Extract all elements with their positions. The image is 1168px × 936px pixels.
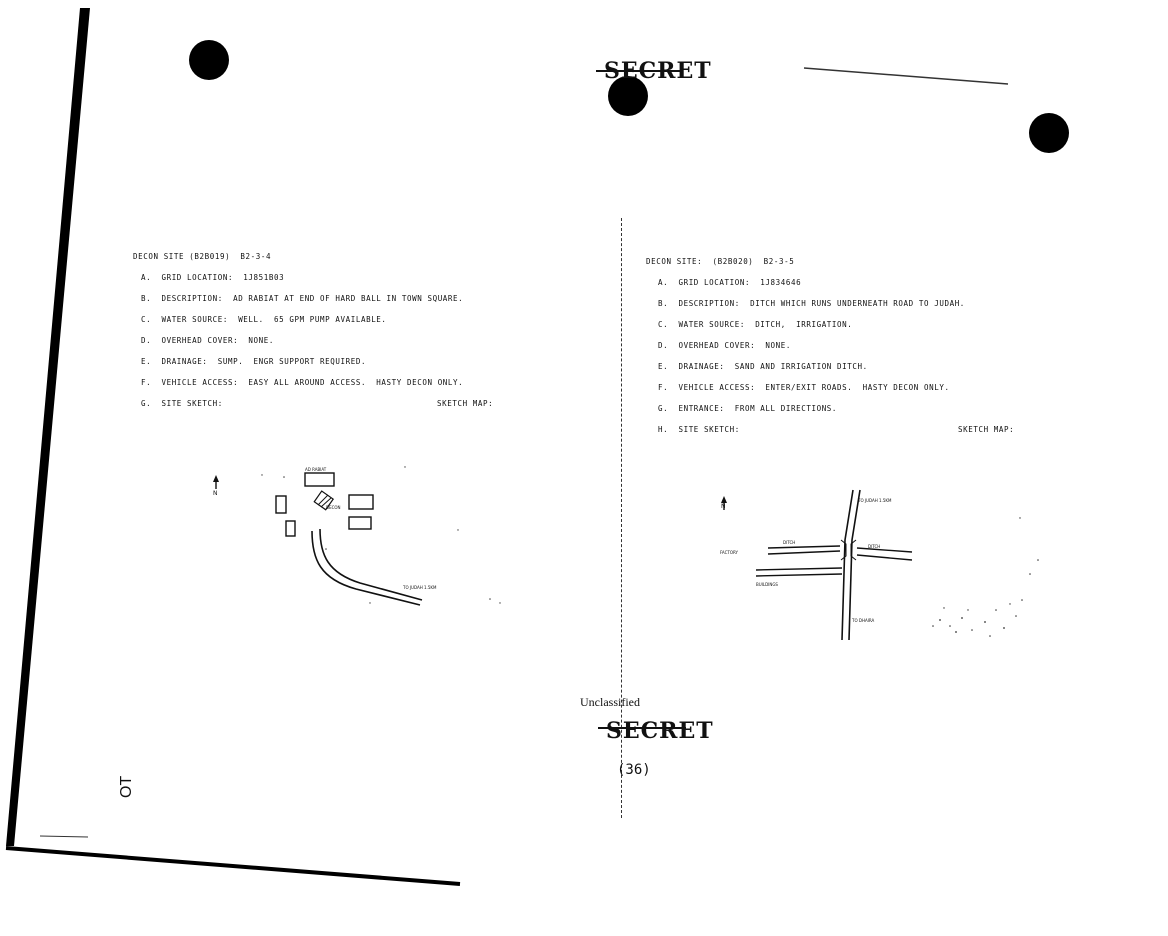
north-arrow — [213, 475, 219, 489]
left-line-d: D. OVERHEAD COVER: NONE. — [141, 336, 274, 345]
right-header: DECON SITE: (B2B020) B2-3-5 — [646, 257, 795, 266]
road — [311, 530, 421, 606]
building — [275, 495, 287, 514]
right-sketch-map — [721, 489, 1039, 641]
noise — [932, 517, 1039, 637]
left-sketch-map-label: SKETCH MAP: — [437, 399, 494, 408]
left-line-e: E. DRAINAGE: SUMP. ENGR SUPPORT REQUIRED… — [141, 357, 367, 366]
left-north-label: N — [213, 490, 218, 497]
road — [319, 528, 423, 601]
classification-bottom: SECRET — [606, 718, 714, 744]
road — [755, 567, 843, 571]
ditch — [767, 545, 841, 549]
left-map-label-top: AD RABIAT — [305, 467, 327, 472]
right-map-label-west: FACTORY — [720, 550, 738, 555]
classification-bottom-strike — [598, 727, 686, 729]
punch-hole-left — [189, 40, 229, 80]
right-line-a: A. GRID LOCATION: 1J834646 — [658, 278, 802, 287]
right-sketch-map-label: SKETCH MAP: — [958, 425, 1015, 434]
left-map-label-center: DECON — [326, 505, 341, 510]
right-line-c: C. WATER SOURCE: DITCH, IRRIGATION. — [658, 320, 853, 329]
building — [348, 494, 374, 510]
right-north-label: N — [721, 503, 726, 510]
right-map-label-buildings: BUILDINGS — [756, 582, 778, 587]
left-site-sketch-label: G. SITE SKETCH: — [141, 399, 223, 408]
right-map-label-top: TO JUDAH 1.5KM — [858, 498, 892, 503]
right-page-text: DECON SITE: (B2B020) B2-3-5 A. GRID LOCA… — [646, 251, 1046, 441]
road — [848, 489, 861, 641]
ditch — [856, 547, 913, 553]
left-header: DECON SITE (B2B019) B2-3-4 — [133, 252, 272, 261]
left-sketch-map — [213, 466, 501, 606]
left-line-f: F. VEHICLE ACCESS: EASY ALL AROUND ACCES… — [141, 378, 464, 387]
right-line-b: B. DESCRIPTION: DITCH WHICH RUNS UNDERNE… — [658, 299, 965, 308]
road — [755, 573, 843, 577]
left-line-b: B. DESCRIPTION: AD RABIAT AT END OF HARD… — [141, 294, 464, 303]
building — [304, 472, 335, 487]
building — [348, 516, 372, 530]
building — [285, 520, 296, 537]
right-line-d: D. OVERHEAD COVER: NONE. — [658, 341, 791, 350]
ditch — [856, 554, 913, 561]
right-site-sketch-label: H. SITE SKETCH: — [658, 425, 740, 434]
right-map-label-bottom: TO DHAIRA — [852, 618, 875, 623]
north-arrow — [721, 496, 727, 510]
right-map-label-ditch-left: DITCH — [783, 540, 796, 545]
punch-hole-right — [1029, 113, 1069, 153]
right-line-f: F. VEHICLE ACCESS: ENTER/EXIT ROADS. HAS… — [658, 383, 950, 392]
unclassified-stamp: Unclassified — [580, 695, 640, 709]
left-map-label-road: TO JUDAH 1.5KM — [403, 585, 437, 590]
left-line-a: A. GRID LOCATION: 1J851B03 — [141, 273, 285, 282]
noise — [261, 466, 501, 604]
right-line-g: G. ENTRANCE: FROM ALL DIRECTIONS. — [658, 404, 838, 413]
page-number: (36) — [617, 762, 651, 778]
ditch — [767, 550, 841, 555]
punch-hole-center — [608, 76, 648, 116]
margin-mark: OT — [118, 775, 135, 798]
classification-top-strike — [596, 70, 682, 72]
road — [841, 489, 854, 641]
left-line-c: C. WATER SOURCE: WELL. 65 GPM PUMP AVAIL… — [141, 315, 387, 324]
right-map-label-ditch-right: DITCH — [868, 544, 881, 549]
decon-site-hatched — [313, 490, 335, 511]
left-page-text: DECON SITE (B2B019) B2-3-4 A. GRID LOCAT… — [133, 246, 533, 416]
culvert — [840, 539, 857, 561]
right-line-e: E. DRAINAGE: SAND AND IRRIGATION DITCH. — [658, 362, 868, 371]
page-fold-line — [621, 218, 622, 818]
